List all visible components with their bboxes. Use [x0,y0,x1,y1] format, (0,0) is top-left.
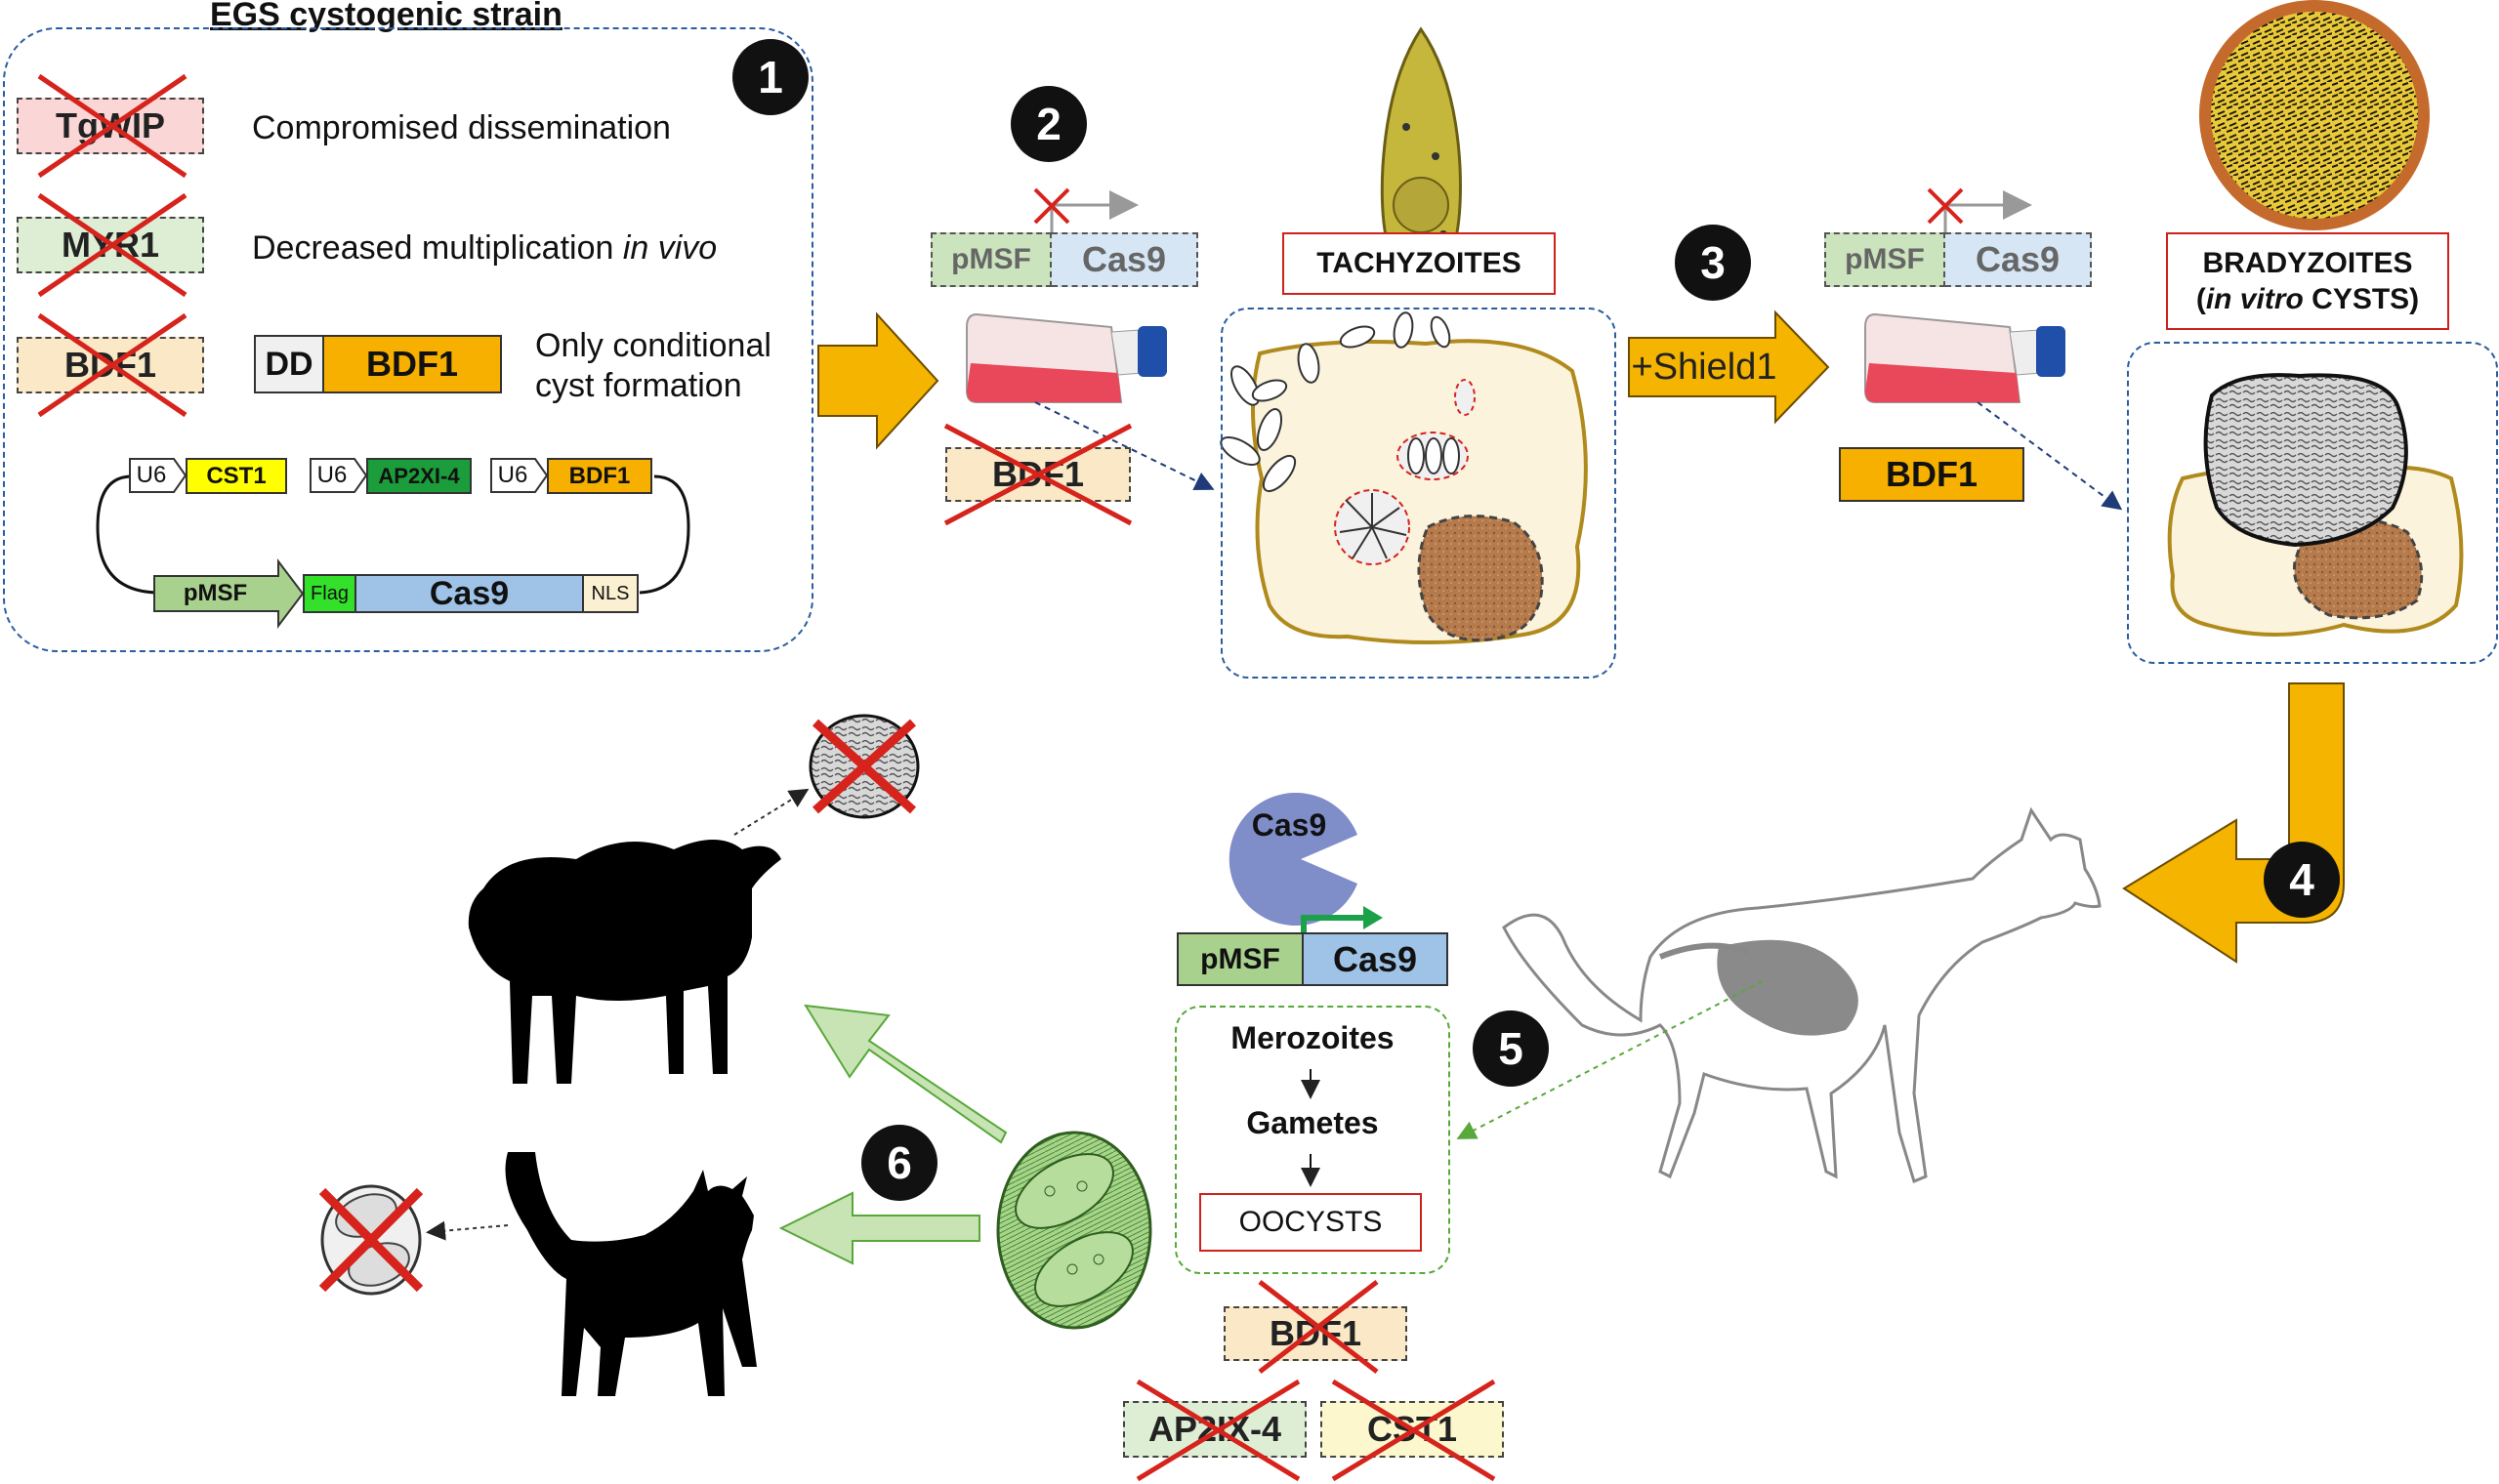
panel-strain [3,27,813,652]
bradyzoites-line2: (in vitro CYSTS) [2196,281,2419,318]
bradyzoites-rest: CYSTS) [2303,283,2420,315]
sheep-silhouette [468,840,781,1084]
gametes-label: Gametes [1246,1105,1379,1140]
conditional-text-line2: cyst formation [535,367,742,404]
pmsf-box-step2: pMSF [931,232,1052,287]
plasmid-flag: Flag [303,574,356,613]
step-number-4: 4 [2264,842,2340,918]
guide-cst1: CST1 [186,458,287,494]
panel-tachyzoite-cell [1221,308,1616,679]
blocked-promoter-arrow [1927,187,2032,232]
shield1-label: +Shield1 [1631,346,1777,388]
arrow-to-sheep [804,1004,1008,1144]
panel-bradyzoite-cell [2127,342,2498,664]
crossed-oocyst [318,1184,424,1296]
host-cell-bradyzoites [2167,373,2464,637]
arrow-to-cat [778,1191,980,1265]
pmsf-box-step3: pMSF [1824,232,1945,287]
arrow-step2-to-step3 [1628,309,1830,425]
crossed-tissue-cyst [809,714,920,819]
cas9-box-step3: Cas9 [1945,232,2092,287]
bradyzoites-line1: BRADYZOITES [2202,246,2413,279]
cat-outline [1502,806,2102,1184]
host-cell-tachyzoites [1220,311,1588,644]
step-number-1: 1 [732,39,809,115]
panel-sexual-stages [1175,1006,1450,1274]
u6-label: U6 [497,462,528,488]
bdf1-cross-step2 [943,423,1133,526]
bdf1-box-step3: BDF1 [1839,447,2024,502]
step-number-5: 5 [1473,1010,1549,1087]
knockout-crosses [1136,1280,1496,1482]
dd-box: DD [254,335,324,393]
flask-icon [966,312,1167,403]
step-number-2: 2 [1011,86,1087,162]
bradyzoites-paren: ( [2195,283,2206,315]
tgwip-description: Compromised dissemination [252,109,671,146]
cyst-icon [2199,0,2430,230]
flask-to-cell-arrow [1034,401,1215,490]
bradyzoites-label: BRADYZOITES (in vitro CYSTS) [2166,232,2449,330]
oocysts-label: OOCYSTS [1199,1193,1422,1252]
u6-label: U6 [136,462,167,488]
merozoites-label: Merozoites [1230,1020,1395,1055]
myr1-description-plain: Decreased multiplication [252,229,623,267]
tachyzoites-label: TACHYZOITES [1282,232,1556,295]
u6-label: U6 [316,462,348,488]
guide-ap2xi4: AP2XI-4 [366,458,472,494]
cas9-box-step5: Cas9 [1304,932,1448,986]
plasmid-promoter-arrows [129,458,549,629]
cat-silhouette [505,1152,757,1396]
plasmid-nls: NLS [584,574,639,613]
plasmid-loop [96,474,690,595]
arrow-step4 [2122,682,2345,964]
step-number-3: 3 [1675,225,1751,301]
cas9-protein-icon [1229,792,1357,927]
arrow-step1-to-step2 [817,311,939,450]
flask-icon [1864,312,2065,403]
gene-crosses [37,73,187,418]
myr1-description-italic: in vivo [622,229,718,267]
blocked-promoter-arrow [1033,187,1139,232]
bradyzoites-italic: in vitro [2205,283,2304,315]
plasmid-pmsf: pMSF [183,580,248,606]
guide-bdf1: BDF1 [547,458,652,494]
step-number-6: 6 [861,1125,937,1201]
pmsf-box-step5: pMSF [1177,932,1304,986]
dd-bdf1-box: BDF1 [324,335,502,393]
cas9-box-step2: Cas9 [1052,232,1198,287]
oocyst-icon [996,1131,1152,1330]
tachyzoite-icon [1380,26,1462,295]
myr1-description: Decreased multiplication in vivo [252,229,717,268]
conditional-text-line1: Only conditional [535,327,771,364]
plasmid-cas9: Cas9 [356,574,584,613]
cas9-protein-label: Cas9 [1251,806,1327,843]
flask-to-cell-arrow [1977,401,2123,511]
